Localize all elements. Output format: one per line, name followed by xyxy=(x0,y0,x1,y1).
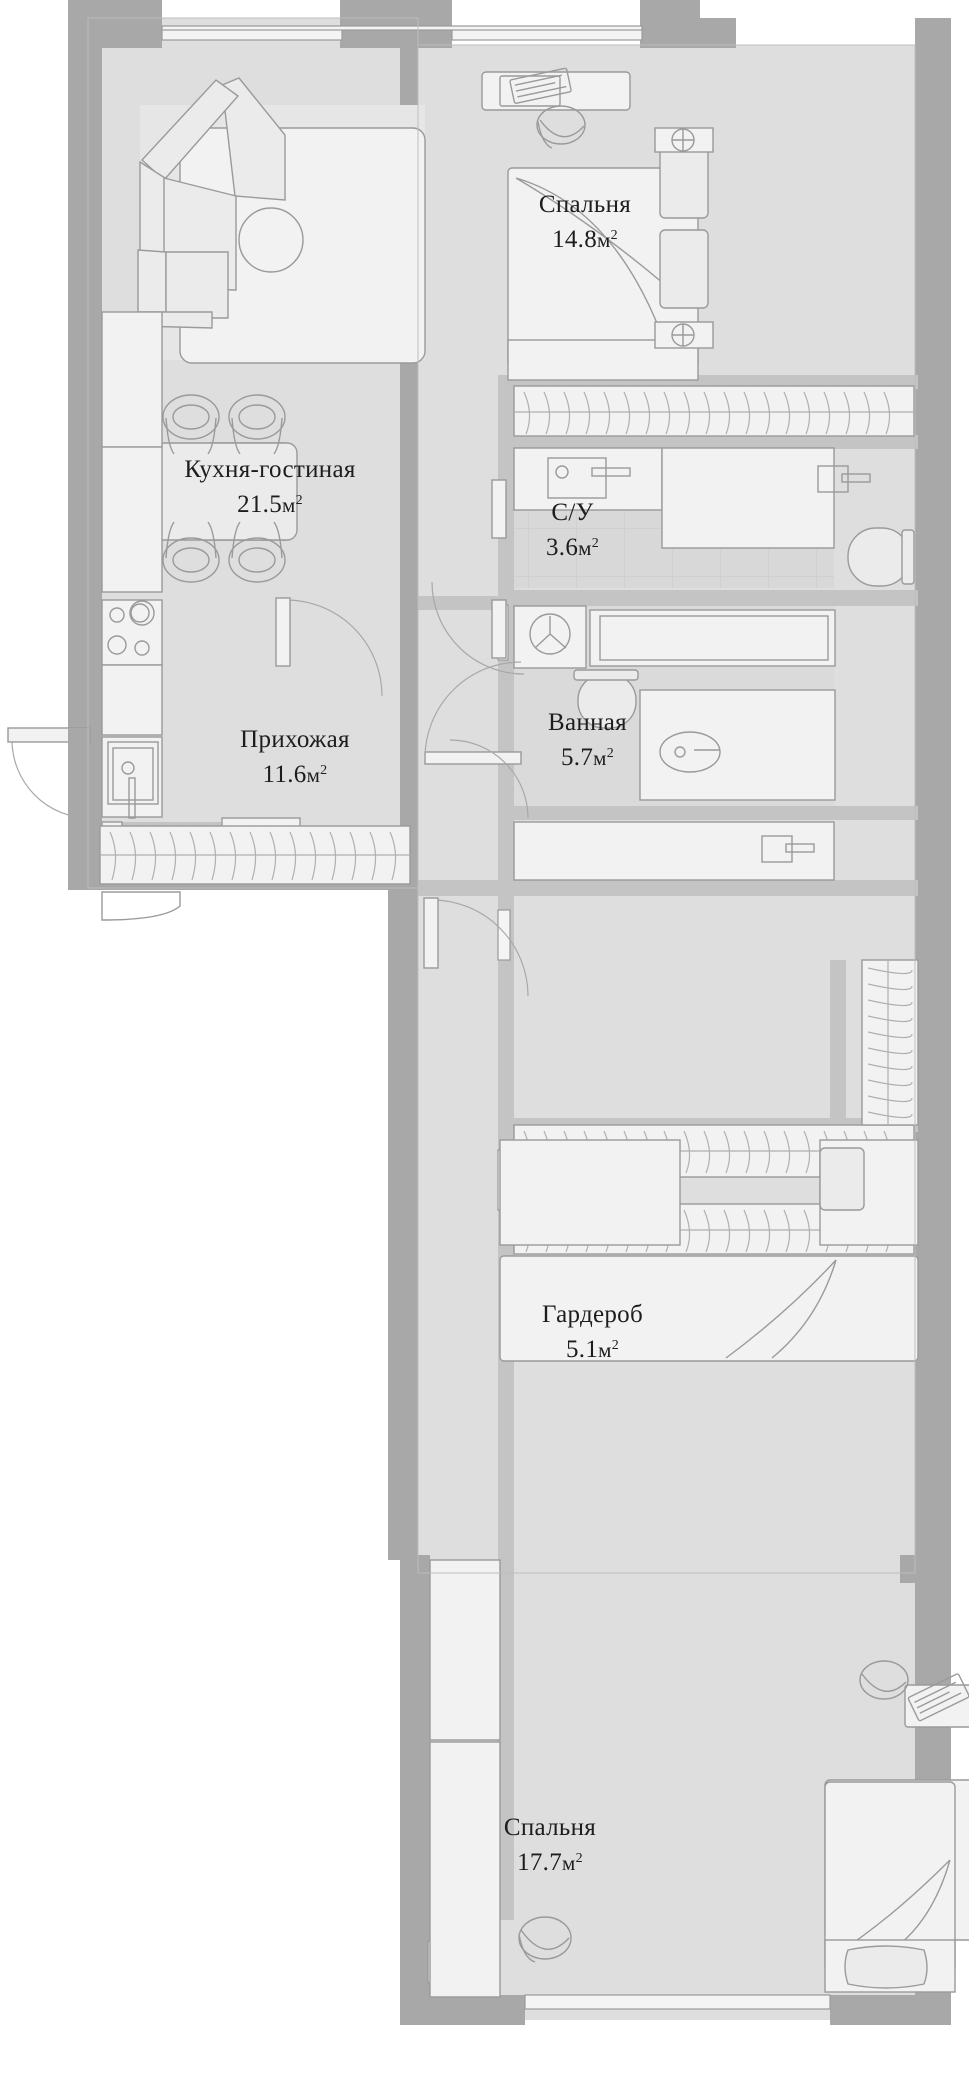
doors xyxy=(7,479,529,997)
bedroom-lower-furniture xyxy=(427,1139,969,1998)
wc-fixtures xyxy=(513,447,915,588)
bedroom-upper-furniture xyxy=(481,67,714,381)
bathroom-fixtures xyxy=(513,605,836,881)
outlines xyxy=(87,17,916,1574)
